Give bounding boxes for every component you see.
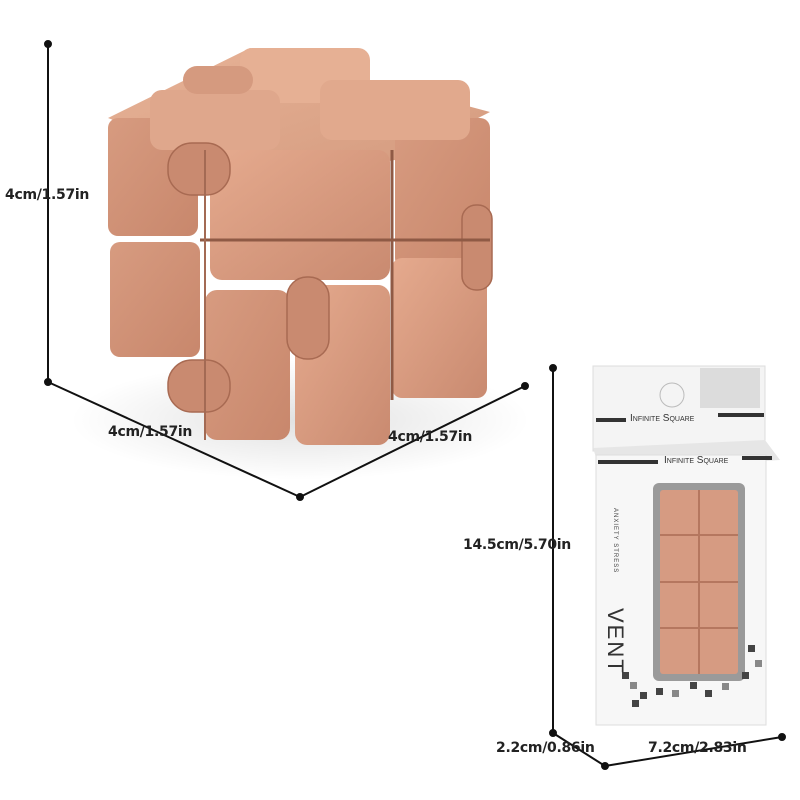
package-brand-front: Infinite Square [664,455,729,466]
cube-width-left-label: 4cm/1.57in [108,424,193,440]
package-side-big: VENT [603,608,628,675]
infinity-cube [108,48,493,445]
package-brand-top: Infinite Square [630,413,695,424]
package-height-label: 14.5cm/5.70in [463,537,571,553]
cube-dimension-lines [44,40,529,501]
package-depth-label: 2.2cm/0.86in [496,740,595,756]
package-side-text: Anxiety Stress [612,508,618,574]
package-width-label: 7.2cm/2.83in [648,740,747,756]
cube-width-right-label: 4cm/1.57in [388,429,473,445]
cube-height-label: 4cm/1.57in [5,187,90,203]
package-dimension-lines [549,364,786,770]
package-box [592,365,780,726]
